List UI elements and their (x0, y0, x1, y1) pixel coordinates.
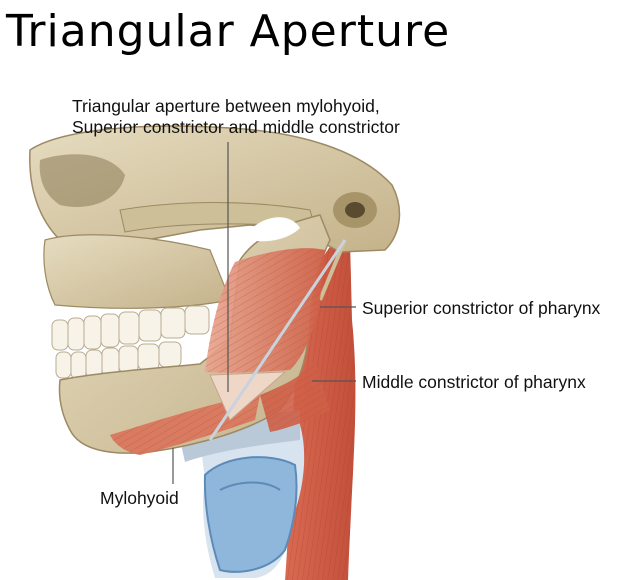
mylohyoid-label: Mylohyoid (100, 488, 179, 508)
leader-lines (172, 142, 356, 484)
superior-constrictor-muscle (205, 248, 325, 373)
slide-title: Triangular Aperture (6, 6, 451, 57)
middle-constrictor-label: Middle constrictor of pharynx (362, 372, 586, 392)
upper-teeth (51, 305, 210, 351)
mandibular-notch (250, 217, 300, 242)
stylohyoid-ligament (208, 239, 347, 441)
superior-constrictor-label: Superior constrictor of pharynx (362, 298, 601, 318)
aperture-label-line1: Triangular aperture between mylohyoid, (72, 96, 380, 116)
mylohyoid-muscle (110, 395, 260, 455)
triangular-aperture (209, 371, 287, 421)
larynx-cartilage (200, 416, 305, 578)
middle-constrictor-muscle (260, 360, 330, 432)
aperture-label: Triangular aperture between mylohyoid, S… (72, 96, 400, 138)
maxilla (43, 234, 231, 309)
aperture-label-line2: Superior constrictor and middle constric… (72, 117, 400, 137)
